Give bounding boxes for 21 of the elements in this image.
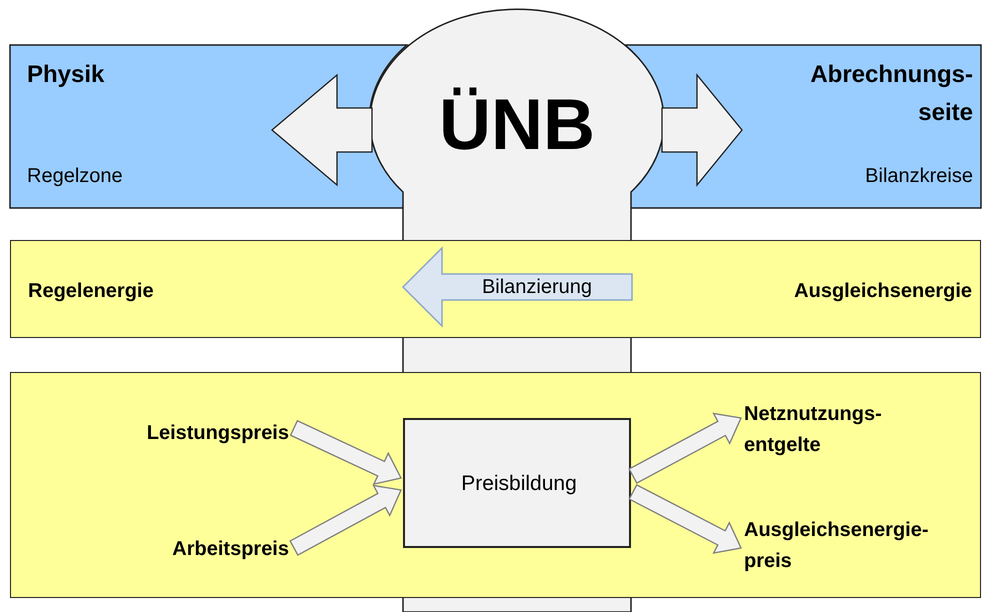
band-heading: Ausgleichsenergie [793,279,972,304]
block-arrow [628,412,742,484]
block-arrow [661,73,743,187]
process-box [403,418,631,548]
process-band [10,240,981,338]
output-label: Netznutzungs- entgelte [744,402,883,458]
band-heading: Abrechnungs- seite [809,60,973,128]
input-label: Arbeitspreis [171,537,289,562]
block-arrow [289,484,402,556]
band-heading: Physik [27,60,106,90]
band-subtitle: Bilanzkreise [864,164,973,189]
block-arrow [290,420,402,486]
output-label: Ausgleichsenergie- preis [744,518,930,574]
band-heading: Regelenergie [28,279,155,304]
block-arrow [271,74,373,186]
band-subtitle: Regelzone [27,164,124,189]
arrow-label: Bilanzierung [480,275,594,300]
process-label: Preisbildung [460,471,578,497]
input-label: Leistungspreis [146,421,289,446]
node-title: ÜNB [438,84,596,167]
block-arrow [628,484,742,554]
